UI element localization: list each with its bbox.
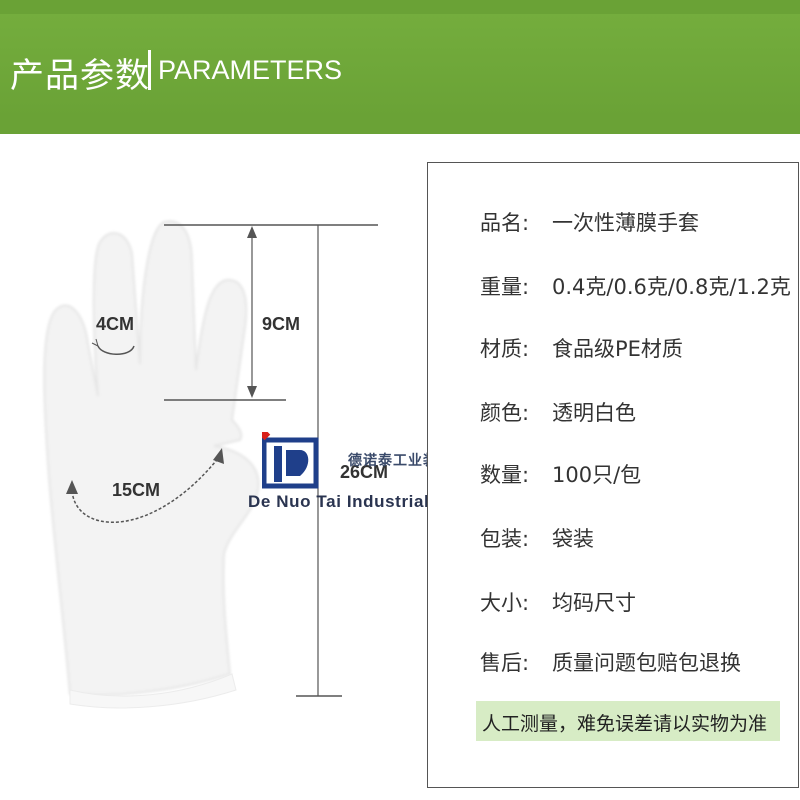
brand-name-cn: 德诺泰工业装备: [348, 453, 453, 469]
page-title-en: PARAMETERS: [158, 55, 343, 85]
header-banner: 产品参数 PARAMETERS: [0, 0, 800, 134]
param-row-quantity: 数量:100只/包: [480, 463, 642, 487]
logo-mark-icon: [262, 432, 319, 489]
param-row-name: 品名:一次性薄膜手套: [480, 211, 699, 235]
page-title-cn: 产品参数: [10, 56, 150, 96]
param-row-color: 颜色:透明白色: [480, 401, 636, 425]
param-row-packaging: 包装:袋装: [480, 527, 594, 551]
finger-length-label: 9CM: [262, 314, 301, 334]
glove-icon: [43, 220, 378, 709]
param-row-weight: 重量:0.4克/0.6克/0.8克/1.2克: [480, 275, 791, 299]
param-row-after-sales: 售后:质量问题包赔包退换: [480, 651, 741, 675]
title-separator: [148, 50, 151, 90]
glove-illustration: 4CM 9CM 15CM 26CM: [0, 134, 420, 800]
param-row-material: 材质:食品级PE材质: [480, 337, 683, 361]
parameters-panel: 品名:一次性薄膜手套 重量:0.4克/0.6克/0.8克/1.2克 材质:食品级…: [427, 162, 799, 788]
total-length-label: 26CM: [340, 462, 389, 482]
palm-width-label: 15CM: [112, 480, 161, 500]
param-row-size: 大小:均码尺寸: [480, 591, 636, 615]
measurement-note-text: 人工测量，难免误差请以实物为准: [482, 713, 768, 735]
finger-width-label: 4CM: [96, 314, 135, 334]
measurement-note: 人工测量，难免误差请以实物为准: [476, 701, 780, 741]
header-inner: [0, 14, 800, 118]
